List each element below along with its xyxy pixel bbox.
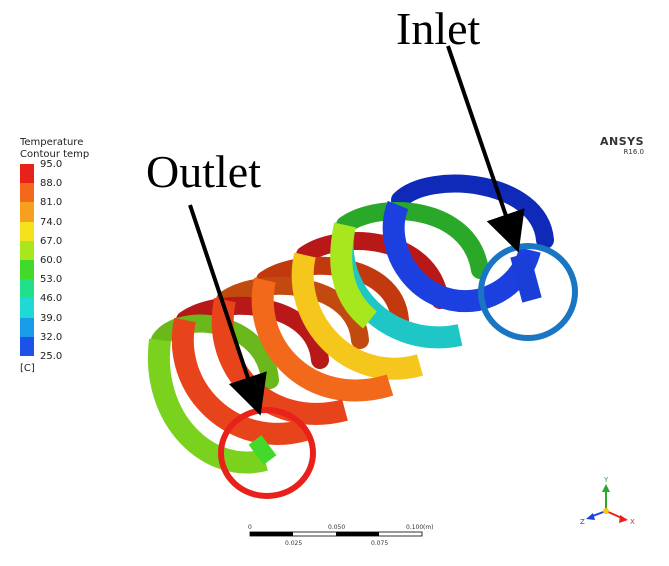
scale-tick-label: 0 bbox=[248, 524, 252, 531]
legend-level: 46.0 bbox=[40, 293, 63, 305]
scale-tick-label: 0.050 bbox=[328, 524, 345, 531]
legend-swatch bbox=[20, 221, 34, 241]
outlet-arrow bbox=[188, 204, 267, 416]
axis-x-label: X bbox=[630, 518, 635, 526]
inlet-label: Inlet bbox=[396, 3, 481, 54]
legend-swatch bbox=[20, 279, 34, 299]
legend-swatch bbox=[20, 336, 34, 356]
legend-level: 32.0 bbox=[40, 331, 63, 343]
outlet-circle bbox=[218, 407, 316, 499]
scale-tick-label: 0.100 bbox=[406, 524, 423, 531]
scale-tick-label: 0.025 bbox=[285, 540, 302, 547]
legend-level: 25.0 bbox=[40, 350, 63, 362]
legend-level: 74.0 bbox=[40, 216, 63, 228]
axis-z-label: Z bbox=[580, 518, 585, 526]
legend-swatch bbox=[20, 240, 34, 260]
coil-front bbox=[147, 200, 542, 474]
legend-title-line2: Contour temp bbox=[20, 149, 90, 160]
legend-swatch bbox=[20, 183, 34, 203]
brand-name: ANSYS bbox=[600, 135, 645, 148]
legend-level: 53.0 bbox=[40, 274, 63, 286]
legend-swatch bbox=[20, 298, 34, 318]
legend-unit: [C] bbox=[20, 363, 35, 374]
legend-level: 67.0 bbox=[40, 235, 63, 247]
legend-level: 88.0 bbox=[40, 178, 63, 190]
scale-bar: 0 0.050 0.100 (m) 0.025 0.075 bbox=[248, 524, 434, 547]
legend-level: 95.0 bbox=[40, 159, 63, 170]
legend-swatch bbox=[20, 164, 34, 184]
legend-title: Temperature Contour temp bbox=[20, 137, 89, 161]
legend-color-bar bbox=[20, 164, 34, 356]
legend-swatch bbox=[20, 202, 34, 222]
legend-level: 39.0 bbox=[40, 312, 63, 324]
legend-title-line1: Temperature bbox=[20, 137, 84, 148]
legend-swatch bbox=[20, 317, 34, 337]
axis-triad: Y X Z bbox=[580, 476, 635, 526]
ansys-logo: ANSYS R16.0 bbox=[600, 135, 644, 156]
outlet-label: Outlet bbox=[146, 146, 261, 197]
inlet-arrow bbox=[446, 45, 525, 253]
axis-y-label: Y bbox=[603, 476, 609, 484]
legend-labels: 95.0 88.0 81.0 74.0 67.0 60.0 53.0 46.0 … bbox=[40, 159, 63, 371]
scale-tick-label: 0.075 bbox=[371, 540, 388, 547]
brand-version: R16.0 bbox=[623, 148, 644, 156]
legend-level: 60.0 bbox=[40, 254, 63, 266]
legend-level: 81.0 bbox=[40, 197, 63, 209]
scale-unit: (m) bbox=[423, 524, 434, 531]
inlet-circle bbox=[478, 243, 578, 341]
legend-swatch bbox=[20, 259, 34, 280]
